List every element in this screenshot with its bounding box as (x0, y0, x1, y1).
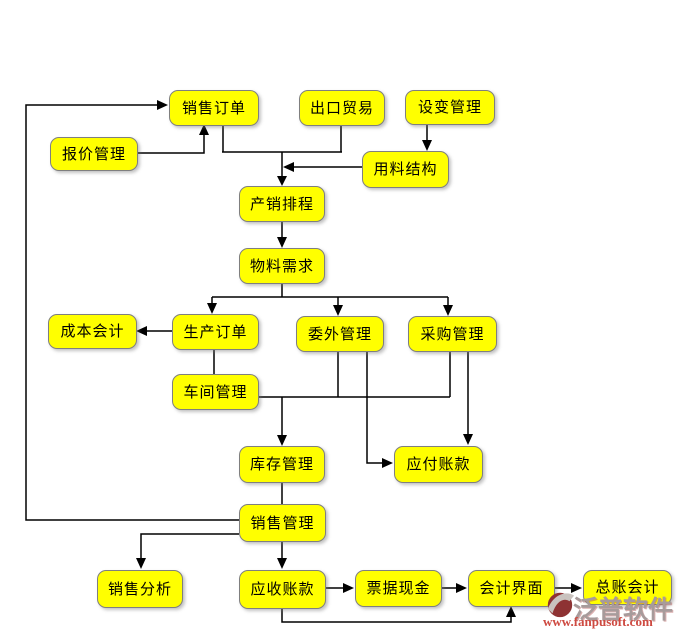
node-outsourcing: 委外管理 (296, 316, 384, 352)
watermark-brand: 泛普软件 (573, 595, 674, 624)
node-inventory: 库存管理 (239, 446, 325, 483)
node-acct-interface: 会计界面 (468, 570, 555, 607)
edge-quotation-salesorder (136, 124, 209, 154)
node-general-ledger: 总账会计 (583, 570, 672, 605)
node-design-change-label: 设变管理 (417, 98, 482, 116)
edge-salesmgmt-receivable (277, 540, 287, 569)
node-receivable: 应收账款 (239, 570, 326, 609)
node-purchasing: 采购管理 (408, 316, 497, 352)
edges-materialreq-fanout (207, 282, 453, 316)
node-sales-analysis-label: 销售分析 (107, 579, 172, 598)
watermark-url: www.fanpusoft.com (543, 614, 653, 629)
node-material-structure-label: 用料结构 (373, 160, 438, 178)
edge-purchasing-payable (463, 350, 473, 445)
node-material-structure: 用料结构 (362, 151, 449, 188)
node-material-req-label: 物料需求 (249, 256, 314, 275)
node-material-req: 物料需求 (239, 248, 325, 284)
node-workshop-label: 车间管理 (183, 382, 248, 401)
node-export-trade: 出口贸易 (299, 90, 385, 126)
node-workshop: 车间管理 (172, 374, 259, 410)
node-prod-sched-label: 产销排程 (249, 194, 314, 213)
edge-prodsched-materialreq (277, 220, 287, 248)
node-payable-label: 应付账款 (406, 455, 471, 473)
edge-salesmgmt-salesorder (25, 100, 239, 521)
edge-materialstructure-prodsched (283, 162, 362, 172)
node-general-ledger-label: 总账会计 (595, 578, 660, 596)
edge-outsourcing-payable (366, 350, 393, 468)
edges-into-inventory (257, 350, 451, 446)
node-sales-order-label: 销售订单 (181, 98, 246, 117)
node-payable: 应付账款 (394, 446, 483, 483)
edge-prodorder-costaccounting (136, 326, 172, 336)
node-prod-sched: 产销排程 (239, 186, 325, 222)
node-export-trade-label: 出口贸易 (309, 98, 374, 117)
edge-salesmgmt-salesanalysis (136, 533, 239, 569)
edge-notescash-acctinterface (440, 583, 467, 593)
node-sales-analysis: 销售分析 (97, 570, 183, 608)
node-quotation: 报价管理 (50, 137, 138, 171)
node-inventory-label: 库存管理 (249, 455, 314, 473)
node-prod-order: 生产订单 (172, 314, 259, 350)
node-cost-accounting: 成本会计 (48, 314, 137, 349)
edges-into-prodsched (222, 124, 342, 186)
node-purchasing-label: 采购管理 (420, 324, 485, 343)
node-receivable-label: 应收账款 (250, 580, 315, 598)
node-prod-order-label: 生产订单 (183, 322, 248, 341)
node-design-change: 设变管理 (405, 90, 495, 125)
node-sales-mgmt-label: 销售管理 (250, 513, 315, 532)
edge-receivable-notescash (324, 583, 354, 593)
edge-acctinterface-generalledger (553, 583, 582, 593)
node-notes-cash-label: 票据现金 (366, 579, 431, 597)
node-acct-interface-label: 会计界面 (479, 579, 544, 597)
node-sales-order: 销售订单 (169, 90, 259, 126)
edge-receivable-acctinterface (281, 606, 516, 623)
fanpu-logo-icon (547, 592, 575, 618)
node-notes-cash: 票据现金 (355, 570, 442, 607)
edge-designchange-materialstructure (422, 123, 432, 151)
node-cost-accounting-label: 成本会计 (60, 322, 125, 340)
node-sales-mgmt: 销售管理 (239, 504, 326, 542)
node-outsourcing-label: 委外管理 (307, 324, 372, 343)
node-quotation-label: 报价管理 (61, 144, 126, 163)
watermark: 泛普软件 www.fanpusoft.com (543, 586, 678, 636)
